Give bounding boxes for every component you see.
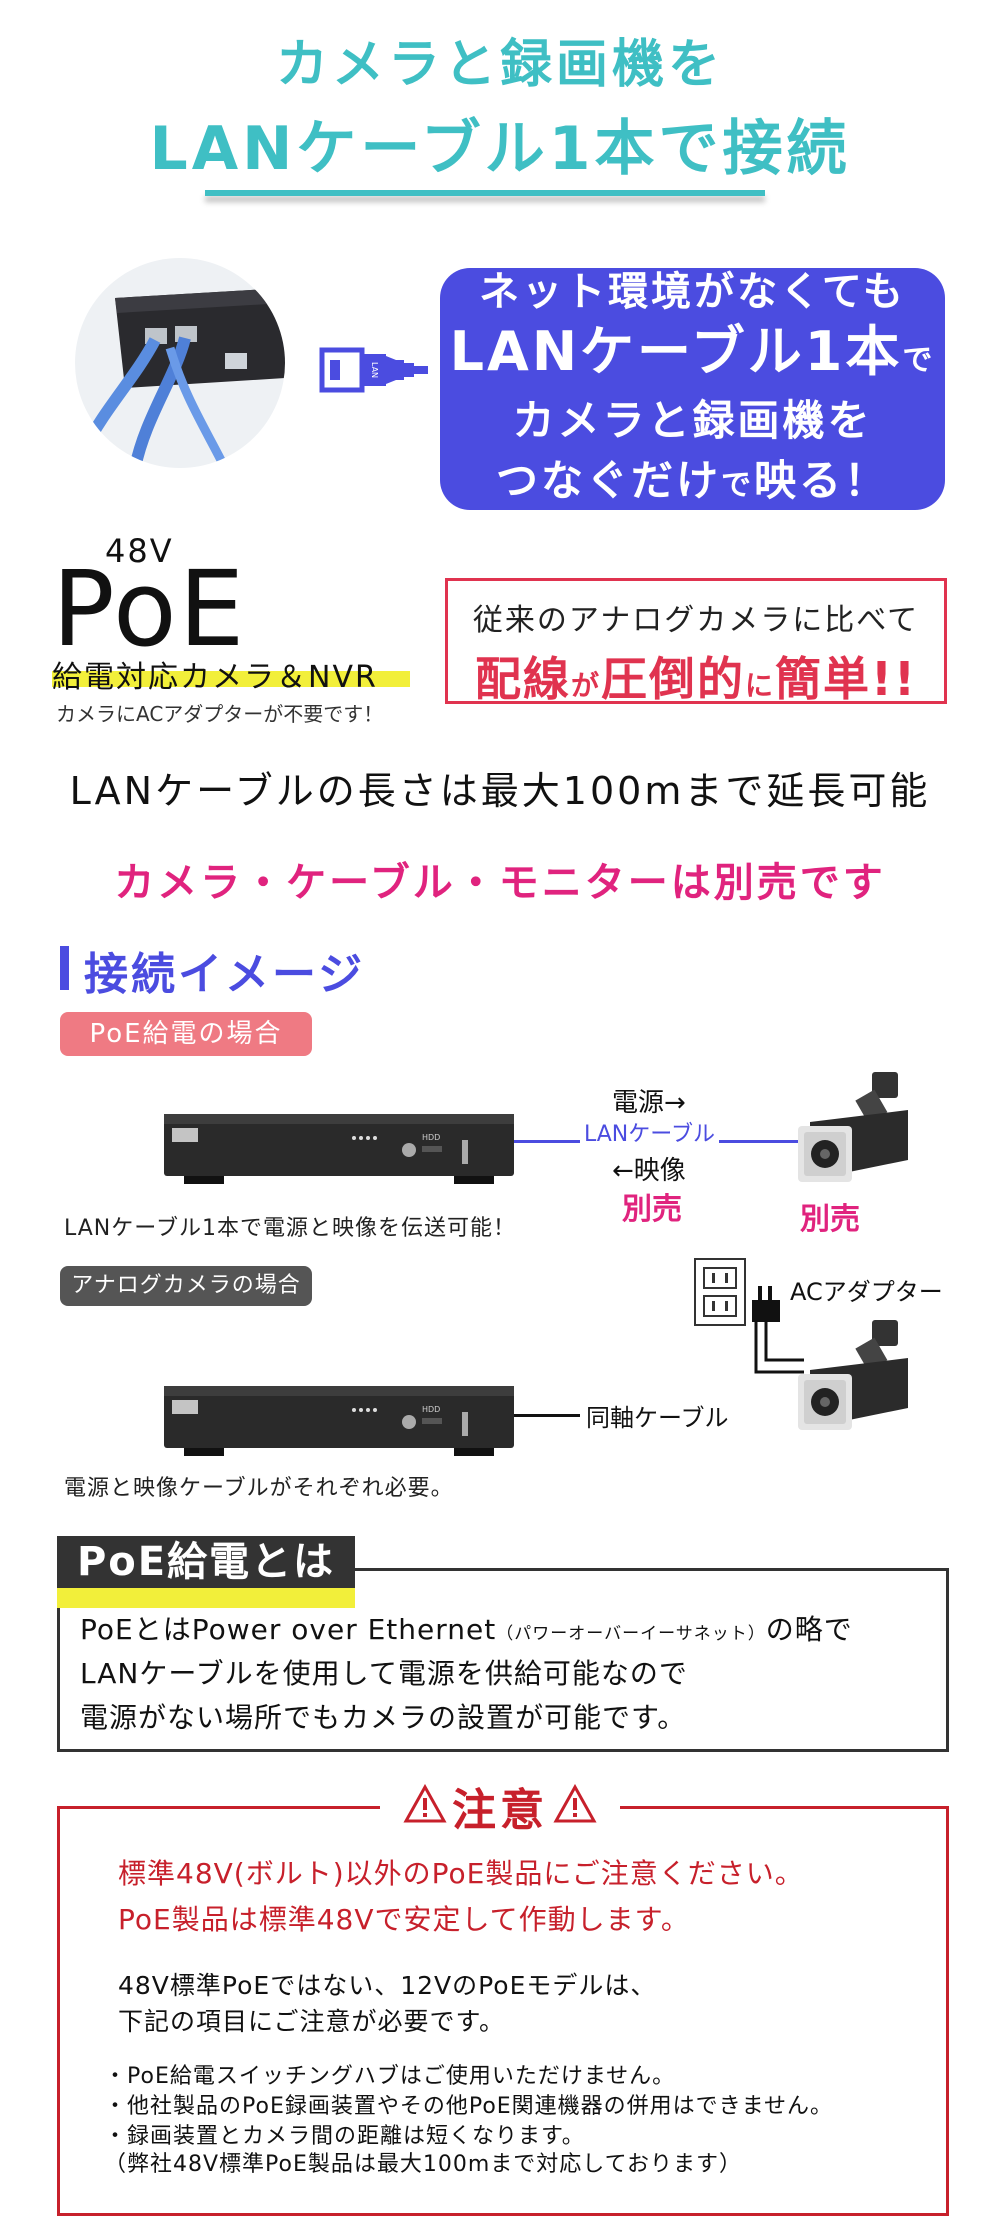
ac-adapter-label: ACアダプター — [790, 1278, 943, 1306]
coax-cable-label: 同軸ケーブル — [580, 1398, 735, 1433]
poe-voltage: 48V — [105, 532, 174, 570]
power-outlet-icon — [694, 1258, 746, 1326]
callout-line4: つなぐだけで映る！ — [440, 451, 945, 516]
camera-image — [790, 1070, 920, 1204]
callout-line2-suffix: で — [902, 343, 936, 378]
power-arrow-label: 電源→ — [612, 1088, 686, 1118]
caution-header: 注意 — [380, 1774, 620, 1836]
callout-line3: カメラと録画機を — [512, 396, 873, 445]
poe-info-title-highlight — [57, 1586, 355, 1608]
comparison-c: 簡単!! — [775, 652, 917, 706]
poe-info-line1-paren: （パワーオーバーイーサネット） — [496, 1624, 766, 1644]
callout-line2-main: LANケーブル1本 — [449, 320, 903, 383]
poe-info-line2: LANケーブルを使用して電源を供給可能なので — [80, 1657, 688, 1690]
comparison-line1: 従来のアナログカメラに比べて — [472, 603, 920, 638]
nvr-photo-image — [75, 258, 285, 468]
callout-line4-b: 映る！ — [754, 456, 890, 505]
callout-line4-suffix: で — [721, 468, 754, 503]
poe-info-line3: 電源がない場所でもカメラの設置が可能です。 — [80, 1701, 687, 1734]
comparison-small1: が — [571, 669, 602, 702]
blue-callout: ネット環境がなくても LANケーブル1本で カメラと録画機を つなぐだけで映る！ — [440, 268, 945, 510]
warning-icon — [403, 1783, 447, 1828]
lan-cable-label: LANケーブル — [580, 1116, 719, 1148]
caution-line2: 下記の項目にご注意が必要です。 — [118, 2007, 506, 2036]
comparison-b: 圧倒的 — [601, 652, 746, 706]
plug-label: LAN — [370, 362, 379, 378]
video-arrow-label: ←映像 — [612, 1156, 686, 1186]
page-title-line2: LANケーブル1本で接続 — [149, 114, 851, 184]
caution-red-line1: 標準48V(ボルト)以外のPoE製品にご注意ください。 — [118, 1857, 804, 1890]
lan-plug-icon: LAN — [312, 340, 432, 404]
poe-info-line1-a: PoEとはPower over Ethernet — [80, 1613, 497, 1646]
poe-note: カメラにACアダプターが不要です！ — [56, 702, 384, 726]
ac-adapter-icon — [744, 1276, 804, 1400]
poe-subtitle-highlight — [52, 671, 410, 687]
caution-line1: 48V標準PoEではない、12VのPoEモデルは、 — [118, 1971, 657, 2000]
connection-heading: 接続イメージ — [84, 949, 366, 1000]
poe-info-title: PoE給電とは — [57, 1536, 355, 1588]
poe-info-box — [57, 1568, 949, 1752]
callout-line1: ネット環境がなくても — [479, 269, 906, 315]
caution-bullet: ・他社製品のPoE録画装置やその他PoE関連機器の併用はできません。 — [104, 2094, 834, 2119]
caution-red-line2: PoE製品は標準48Vで安定して作動します。 — [118, 1903, 690, 1936]
caution-bullet: ・録画装置とカメラ間の距離は短くなります。 — [104, 2124, 585, 2149]
poe-info-line1: PoEとはPower over Ethernet（パワーオーバーイーサネット）の… — [80, 1608, 853, 1648]
comparison-small2: に — [745, 669, 776, 702]
callout-line2: LANケーブル1本で — [440, 322, 945, 391]
recorder-image: HDD — [164, 1110, 516, 1194]
caution-bullet: ・PoE給電スイッチングハブはご使用いただけません。 — [104, 2064, 676, 2089]
poe-case-caption: LANケーブル1本で電源と映像を伝送可能！ — [64, 1216, 516, 1241]
title-underline — [205, 190, 765, 196]
recorder-image: HDD — [164, 1382, 516, 1466]
callout-line4-a: つなぐだけ — [495, 456, 721, 505]
sold-separately-text: カメラ・ケーブル・モニターは別売です — [114, 860, 886, 906]
comparison-box: 従来のアナログカメラに比べて 配線が圧倒的に簡単!! — [445, 578, 947, 706]
recorder-hdd-label: HDD — [422, 1405, 440, 1414]
camera-sold-separately: 別売 — [800, 1202, 860, 1237]
page-title-line1: カメラと録画機を — [275, 35, 724, 95]
comparison-line2: 配線が圧倒的に簡単!! — [448, 643, 944, 709]
lan-length-text: LANケーブルの長さは最大100mまで延長可能 — [69, 769, 931, 813]
cable-sold-separately: 別売 — [622, 1192, 682, 1227]
section-bar — [60, 946, 69, 990]
camera-image — [790, 1318, 920, 1452]
comparison-a: 配線 — [475, 652, 571, 706]
caution-bullet: （弊社48V標準PoE製品は最大100mまで対応しております） — [104, 2152, 742, 2177]
poe-info-line1-b: の略で — [765, 1613, 853, 1646]
caution-title: 注意 — [452, 1785, 548, 1836]
poe-case-pill: PoE給電の場合 — [60, 1012, 312, 1056]
poe-subtitle: 給電対応カメラ＆NVR — [52, 660, 378, 695]
analog-case-caption: 電源と映像ケーブルがそれぞれ必要。 — [64, 1476, 454, 1501]
poe-logo-text: PoE — [52, 548, 247, 670]
recorder-hdd-label: HDD — [422, 1133, 440, 1142]
analog-case-pill: アナログカメラの場合 — [60, 1266, 312, 1306]
warning-icon — [553, 1783, 597, 1828]
